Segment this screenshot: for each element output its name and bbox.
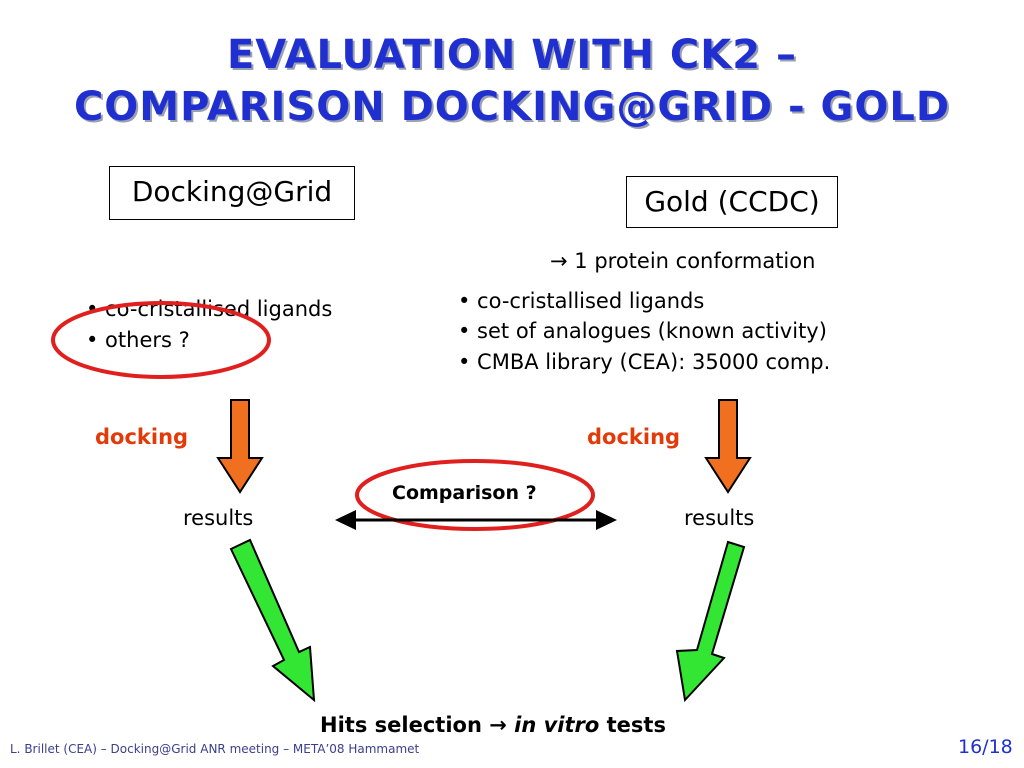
tests-text: tests	[606, 713, 666, 737]
right-item-2: • set of analogues (known activity)	[458, 319, 827, 343]
gold-ccdc-box: Gold (CCDC)	[626, 176, 838, 228]
protein-conformation-text: 1 protein conformation	[574, 249, 816, 273]
left-items-highlight-ellipse	[51, 301, 271, 379]
comparison-highlight-ellipse	[355, 459, 595, 531]
comparison-label: Comparison ?	[392, 482, 537, 504]
in-vitro-text: in vitro	[514, 713, 600, 737]
right-results-label: results	[684, 506, 755, 530]
docking-at-grid-box: Docking@Grid	[109, 166, 355, 220]
footer-credit: L. Brillet (CEA) – Docking@Grid ANR meet…	[10, 742, 420, 756]
hits-selection-text: Hits selection	[320, 713, 482, 737]
left-item-1: • co-cristallised ligands	[86, 297, 333, 321]
right-item-1: • co-cristallised ligands	[458, 289, 705, 313]
right-docking-label: docking	[587, 425, 681, 449]
right-arrow-icon: →	[489, 713, 507, 737]
slide-title-line2: COMPARISON DOCKING@GRID - GOLD	[73, 84, 951, 130]
left-item-2: • others ?	[86, 328, 190, 352]
right-item-3: • CMBA library (CEA): 35000 comp.	[458, 350, 831, 374]
left-docking-label: docking	[95, 425, 189, 449]
left-hits-arrow	[229, 538, 316, 703]
hits-selection-line: Hits selection → in vitro tests	[0, 713, 986, 737]
left-docking-arrow	[216, 399, 264, 494]
page-number: 16/18	[958, 736, 1013, 758]
right-arrow-icon: →	[550, 249, 568, 273]
right-docking-arrow	[704, 399, 752, 494]
right-hits-arrow	[675, 540, 746, 703]
protein-conformation-note: → 1 protein conformation	[550, 246, 815, 276]
slide-title-line1: EVALUATION WITH CK2 –	[226, 32, 798, 78]
left-results-label: results	[183, 506, 254, 530]
comparison-double-arrow	[335, 510, 617, 530]
